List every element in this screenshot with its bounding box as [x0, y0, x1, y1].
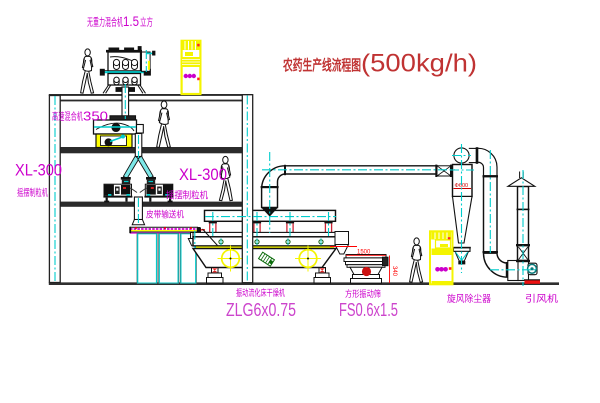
svg-text:ZLG6x0.75: ZLG6x0.75 [226, 300, 296, 320]
svg-text:1.5: 1.5 [123, 13, 139, 29]
svg-text:FS0.6x1.5: FS0.6x1.5 [339, 300, 398, 320]
svg-text:引风机: 引风机 [525, 293, 559, 305]
svg-text:Φ600: Φ600 [455, 183, 469, 189]
svg-text:XL-300: XL-300 [179, 166, 227, 184]
svg-text:350: 350 [83, 109, 108, 124]
svg-text:摇摆制粒机: 摇摆制粒机 [166, 190, 208, 202]
svg-text:(500kg/h): (500kg/h) [361, 50, 477, 78]
svg-text:旋风除尘器: 旋风除尘器 [447, 293, 491, 305]
svg-text:农药生产线流程图: 农药生产线流程图 [282, 57, 361, 75]
svg-text:立方: 立方 [140, 16, 153, 29]
svg-text:方形振动筛: 方形振动筛 [345, 288, 381, 299]
svg-text:无重力混合机: 无重力混合机 [87, 16, 123, 29]
svg-text:1500: 1500 [357, 250, 371, 256]
svg-text:皮带输送机: 皮带输送机 [146, 209, 184, 220]
svg-text:XL-300: XL-300 [15, 162, 62, 180]
svg-text:340: 340 [391, 266, 397, 277]
svg-text:振动流化床干燥机: 振动流化床干燥机 [236, 287, 285, 298]
svg-text:高速混合机: 高速混合机 [52, 110, 83, 123]
svg-text:摇摆制粒机: 摇摆制粒机 [17, 187, 48, 199]
